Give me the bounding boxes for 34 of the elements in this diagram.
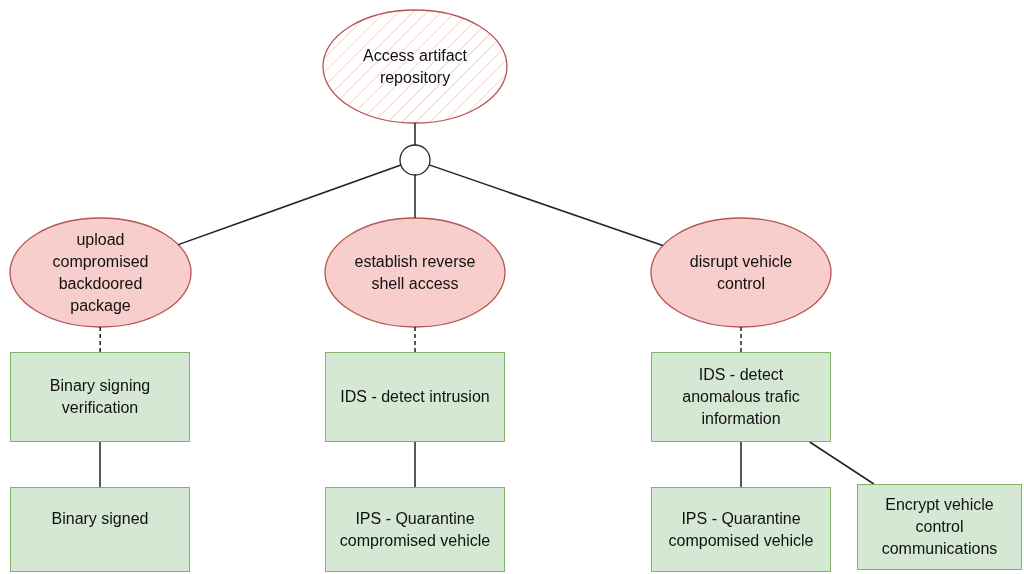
node-label: Binary signed [51,509,149,529]
control-box [651,352,831,442]
control-box [651,487,831,572]
connector-line [740,441,742,488]
junction-circle [399,144,431,176]
node-label: establish reverse shell access [353,251,477,294]
dashed-connector [99,326,102,353]
control-box [10,487,190,572]
connector-line [414,122,416,146]
control-box [10,352,190,442]
node-label: disrupt vehicle control [688,251,794,294]
connector-line [177,164,402,246]
node-label: IPS - Quarantine compromised vehicle [338,509,492,551]
control-box [857,484,1022,570]
goal-ellipse [324,217,506,328]
node-label: IDS - detect anomalous trafic information [681,365,801,429]
goal-ellipse [9,217,192,328]
dashed-connector [414,326,416,353]
control-box [325,487,505,572]
connector-line [414,174,416,219]
node-label: upload compromised backdoored package [51,229,150,316]
connector-line [428,164,664,247]
connector-line [808,441,875,485]
control-box [325,352,505,442]
goal-ellipse [322,9,508,124]
node-label: IPS - Quarantine compomised vehicle [667,509,815,551]
connector-line [99,441,101,488]
dashed-connector [740,326,742,353]
connector-line [414,441,416,488]
node-label: IDS - detect intrusion [340,387,490,407]
node-label: Access artifact repository [362,45,468,88]
node-label: Binary signing verification [48,376,152,418]
node-label: Encrypt vehicle control communications [880,495,999,559]
goal-ellipse [650,217,832,328]
